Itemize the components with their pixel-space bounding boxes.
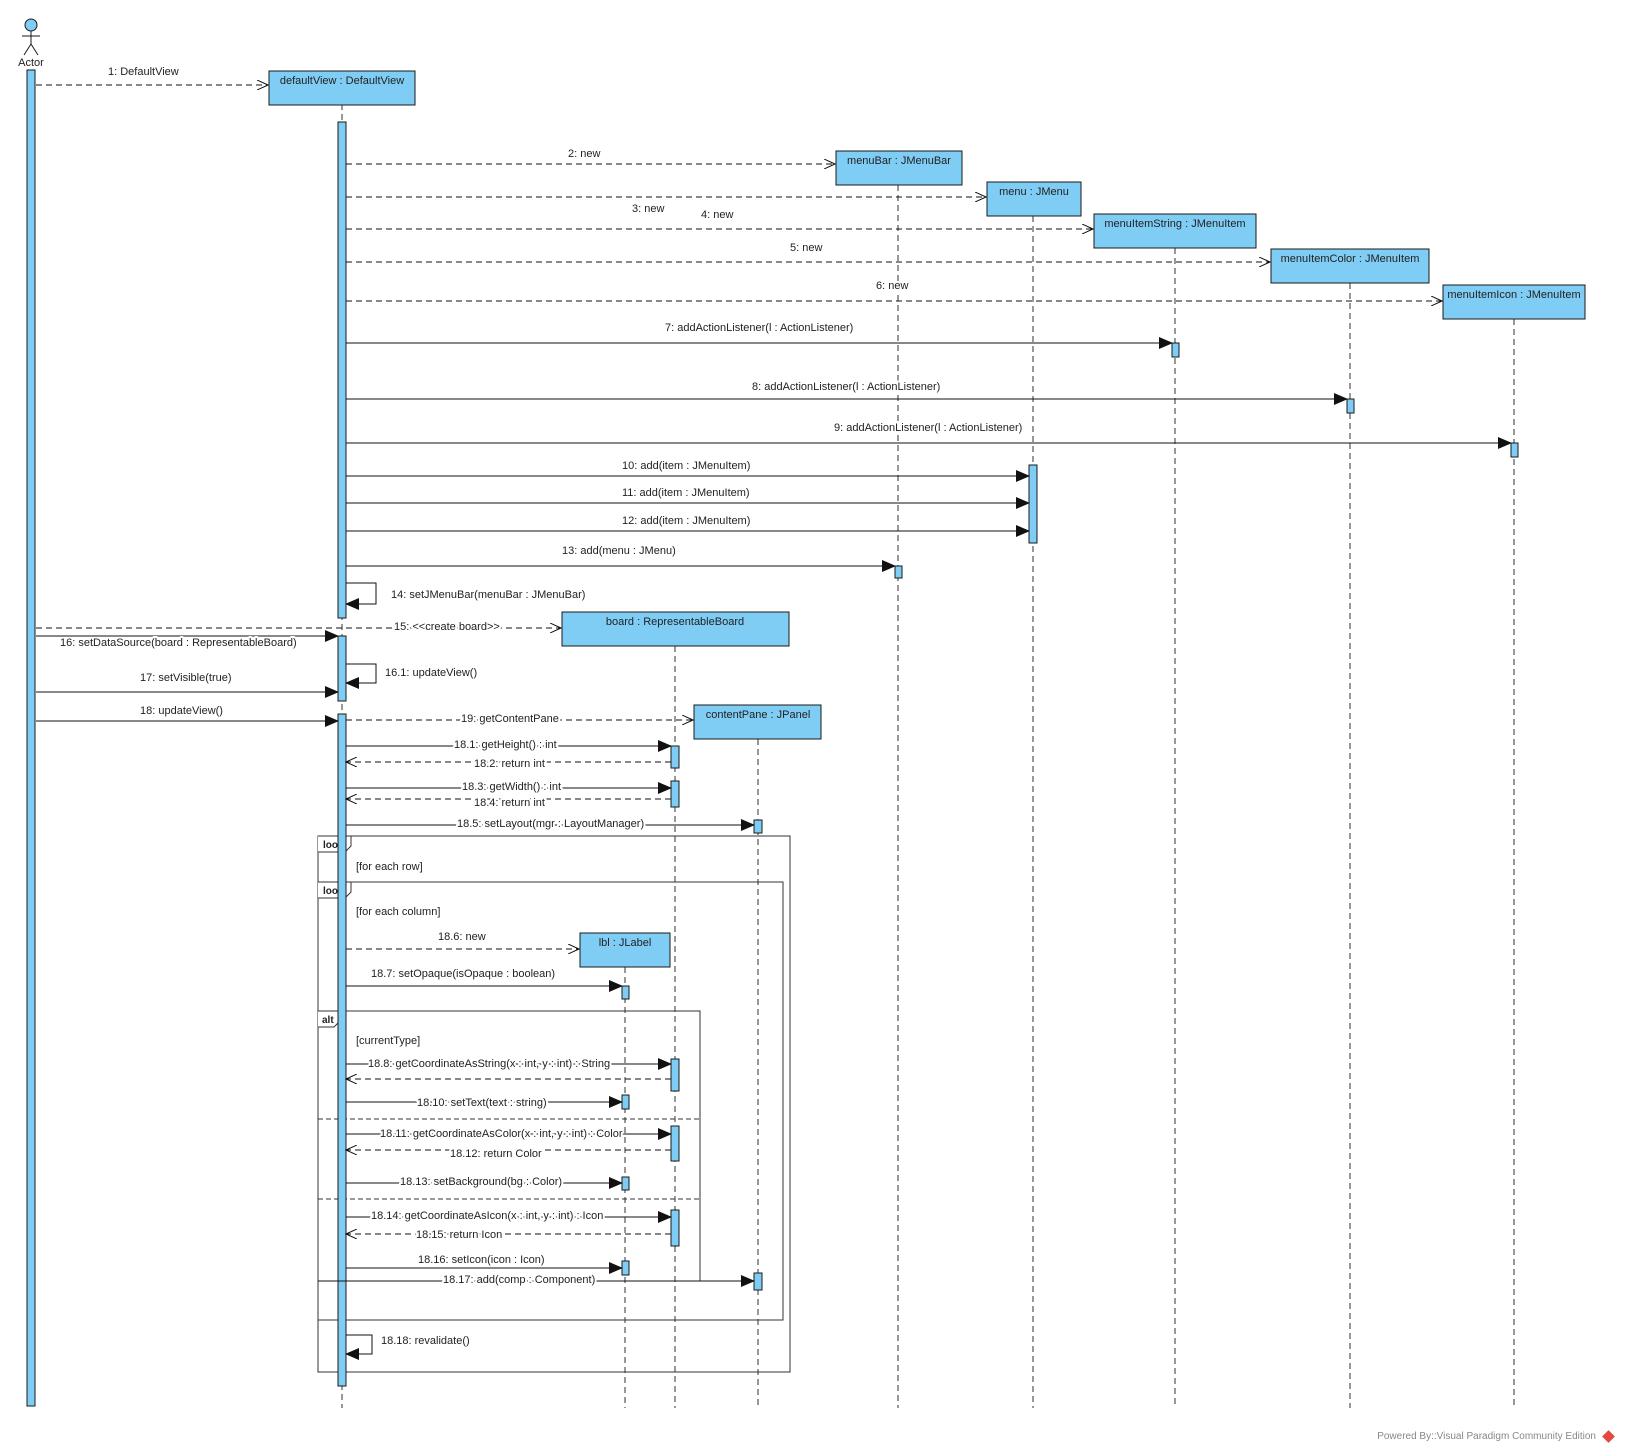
board-activation-5 [670,1209,680,1247]
msg-18-4-label: 18.4: return int [474,797,545,809]
lbl-box[interactable] [579,932,671,968]
msg-11-label: 11: add(item : JMenuItem) [622,487,750,499]
msg-12-label: 12: add(item : JMenuItem) [622,515,750,527]
msg-18-3-label: 18.3: getWidth() : int [462,781,561,793]
msg-18-10-label: 18.10: setText(text : string) [417,1097,547,1109]
msg-18-6-label: 18.6: new [438,931,486,943]
loop-outer-tag: loop [323,840,344,851]
menuitemicon-activation [1510,442,1519,458]
menuitemstring-box[interactable] [1093,213,1257,249]
menu-box-label: menu : JMenu [999,186,1069,198]
defaultview-box-label: defaultView : DefaultView [280,75,404,87]
msg-7-label: 7: addActionListener(l : ActionListener) [665,322,853,334]
lbl-activation-4 [621,1260,630,1276]
msg-18-12-label: 18.12: return Color [450,1148,542,1160]
menu-box[interactable] [986,181,1082,217]
board-activation-3 [670,1058,680,1092]
msg-16-1-label: 16.1: updateView() [385,667,477,679]
menuitemicon-box-label: menuItemIcon : JMenuItem [1447,289,1580,301]
lbl-box-label: lbl : JLabel [599,937,652,949]
alt-tag: alt [322,1015,334,1026]
menuitemicon-box[interactable] [1442,284,1586,320]
msg-17-label: 17: setVisible(true) [140,672,232,684]
defaultview-activation-1 [337,121,347,619]
msg-4-label: 4: new [701,209,733,221]
msg-14-label: 14: setJMenuBar(menuBar : JMenuBar) [391,589,585,601]
menuitemcolor-box[interactable] [1270,248,1430,284]
lbl-activation-1 [621,985,630,1000]
msg-18-16-label: 18.16: setIcon(icon : Icon) [418,1254,545,1266]
visual-paradigm-logo-icon [1602,1430,1615,1443]
msg-6-label: 6: new [876,280,908,292]
footer: Powered By::Visual Paradigm Community Ed… [1377,1430,1615,1443]
msg-14-arrow[interactable] [345,582,377,610]
defaultview-activation-2 [337,635,347,702]
msg-18-15-label: 18.15: return Icon [416,1229,502,1241]
menuitemcolor-box-label: menuItemColor : JMenuItem [1281,253,1420,265]
lbl-activation-2 [621,1094,630,1110]
board-activation-1 [670,745,680,769]
defaultview-activation-3 [337,713,347,1387]
loop-inner-guard: [for each column] [356,906,440,918]
menubar-box-label: menuBar : JMenuBar [847,155,951,167]
contentpane-activation-2 [753,1272,763,1291]
activations [337,121,1519,1387]
contentpane-activation-1 [753,819,763,834]
msg-10-label: 10: add(item : JMenuItem) [622,460,750,472]
defaultview-box[interactable] [268,70,416,106]
msg-18-7-label: 18.7: setOpaque(isOpaque : boolean) [371,968,555,980]
actor-label: Actor [18,57,44,69]
msg-19-label: 19: getContentPane [461,713,559,725]
msg-1-label: 1: DefaultView [108,66,179,78]
msg-18-8-label: 18.8: getCoordinateAsString(x : int, y :… [368,1058,610,1070]
contentpane-box-label: contentPane : JPanel [706,709,811,721]
alt-guard: [currentType] [356,1035,420,1047]
menuitemstring-box-label: menuItemString : JMenuItem [1104,218,1245,230]
msg-18-label: 18: updateView() [140,705,223,717]
menu-activation [1028,464,1038,544]
msg-18-11-label: 18.11: getCoordinateAsColor(x : int, y :… [380,1128,623,1140]
msg-8-label: 8: addActionListener(l : ActionListener) [752,381,940,393]
msg-18-18-arrow[interactable] [345,1334,373,1360]
msg-18-1-label: 18.1: getHeight() : int [454,739,557,751]
menubar-box[interactable] [835,150,963,186]
msg-15-label: 15: <<create board>> [394,621,500,633]
msg-13-label: 13: add(menu : JMenu) [562,545,676,557]
lbl-activation-3 [621,1176,630,1191]
loop-outer-guard: [for each row] [356,861,423,873]
msg-16-label: 16: setDataSource(board : RepresentableB… [60,637,297,649]
msg-9-label: 9: addActionListener(l : ActionListener) [834,422,1022,434]
message-labels: 1: DefaultView 2: new 3: new 4: new 5: n… [58,64,1024,1349]
msg-18-2-label: 18.2: return int [474,758,545,770]
msg-2-label: 2: new [568,148,600,160]
loop-inner-tag: loop [323,886,344,897]
board-box[interactable] [561,611,790,647]
alt-frame [317,1010,701,1282]
menuitemcolor-activation [1346,398,1355,414]
loop-inner-frame [317,881,784,1321]
contentpane-box[interactable] [693,704,822,740]
msg-18-13-label: 18.13: setBackground(bg : Color) [400,1176,562,1188]
menubar-activation [894,565,903,579]
msg-18-17-label: 18.17: add(comp : Component) [443,1274,595,1286]
msg-3-label: 3: new [632,203,664,215]
lifeline-boxes: defaultView : DefaultView menuBar : JMen… [268,70,1586,968]
menuitemstring-activation [1171,342,1180,358]
msg-5-label: 5: new [790,242,822,254]
message-arrows [36,85,1512,1360]
powered-by-text: Powered By::Visual Paradigm Community Ed… [1377,1431,1596,1442]
actor-activation [26,69,36,1407]
actor: Actor [18,18,44,69]
msg-18-5-label: 18.5: setLayout(mgr : LayoutManager) [457,818,644,830]
msg-16-1-arrow[interactable] [345,663,377,689]
msg-18-18-label: 18.18: revalidate() [381,1335,470,1347]
board-activation-4 [670,1125,680,1162]
msg-18-14-label: 18.14: getCoordinateAsIcon(x : int, y : … [371,1210,603,1222]
board-box-label: board : RepresentableBoard [606,616,744,628]
board-activation-2 [670,780,680,808]
